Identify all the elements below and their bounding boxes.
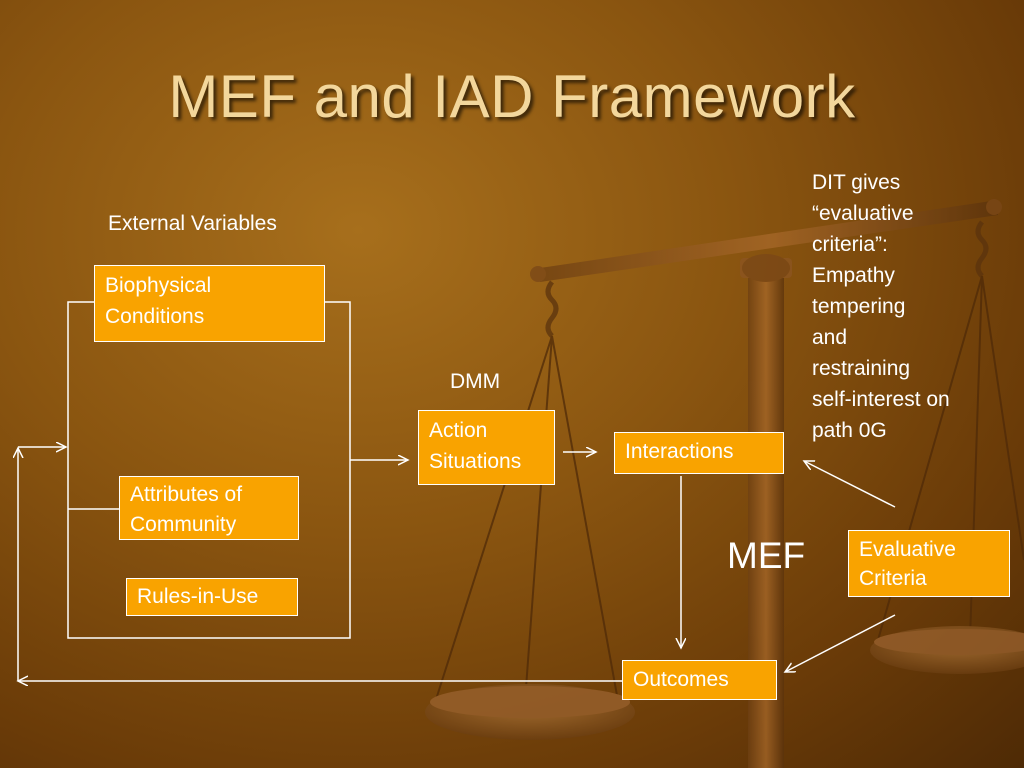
outcomes-box: Outcomes — [622, 660, 777, 700]
action-situations-box: Action Situations — [418, 410, 555, 485]
dit-note-line-5: tempering — [812, 295, 906, 318]
biophysical-line-1: Biophysical — [105, 274, 212, 297]
attributes-of-community-box: Attributes of Community — [119, 476, 299, 540]
external-variables-label: External Variables — [108, 212, 277, 235]
attributes-line-2: Community — [130, 513, 237, 536]
mef-label: MEF — [727, 535, 806, 576]
evaluative-line-2: Criteria — [859, 567, 927, 590]
evaluative-criteria-box: Evaluative Criteria — [848, 530, 1010, 597]
evaluative-line-1: Evaluative — [859, 538, 956, 561]
dit-note-line-8: self-interest on — [812, 388, 950, 411]
dit-note-line-2: “evaluative — [812, 202, 914, 225]
dit-note-line-4: Empathy — [812, 264, 895, 287]
dit-note-line-7: restraining — [812, 357, 911, 380]
arrow-evaluative-to-interactions — [804, 461, 896, 508]
attributes-line-1: Attributes of — [130, 483, 243, 506]
action-line-2: Situations — [429, 450, 522, 473]
slide-title: MEF and IAD Framework — [168, 63, 856, 130]
interactions-box: Interactions — [614, 432, 784, 474]
rules-in-use-box: Rules-in-Use — [126, 578, 298, 616]
arrow-evaluative-to-outcomes — [785, 614, 896, 672]
dmm-label: DMM — [450, 370, 501, 393]
dit-note-line-9: path 0G — [812, 419, 887, 442]
dit-note: DIT gives “evaluative criteria”: Empathy… — [812, 167, 1002, 446]
dit-note-line-3: criteria”: — [812, 233, 888, 256]
biophysical-line-2: Conditions — [105, 305, 205, 328]
dit-note-line-6: and — [812, 326, 848, 349]
external-variables-bracket — [67, 301, 351, 639]
action-line-1: Action — [429, 419, 488, 442]
dit-note-line-1: DIT gives — [812, 171, 901, 194]
biophysical-conditions-box: Biophysical Conditions — [94, 265, 325, 342]
